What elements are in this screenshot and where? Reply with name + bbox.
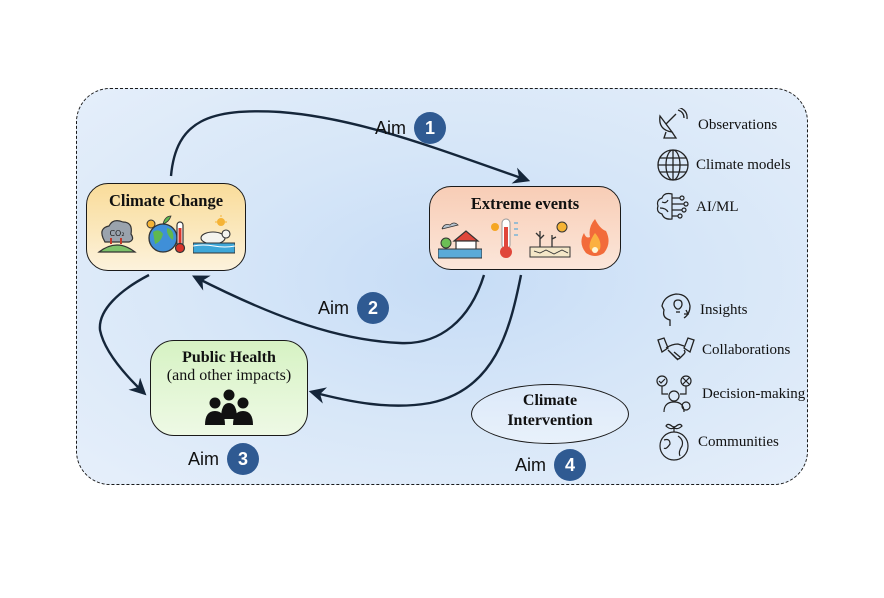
aim-3-badge: 3	[227, 443, 259, 475]
wildfire-icon	[581, 219, 609, 256]
svg-text:CO₂: CO₂	[109, 229, 124, 238]
legend-climate-models: Climate models	[656, 148, 791, 182]
climate-intervention-node[interactable]: Climate Intervention	[471, 384, 629, 444]
handshake-icon	[657, 337, 695, 361]
earth-thermometer-icon	[146, 215, 186, 254]
co2-cloud-icon: CO₂	[97, 220, 137, 253]
legend-collaborations-label: Collaborations	[702, 341, 791, 358]
public-health-node[interactable]: Public Health (and other impacts)	[150, 340, 308, 436]
extreme-events-title: Extreme events	[470, 194, 580, 213]
flooded-house-icon	[438, 222, 482, 259]
public-health-title: Public Health	[182, 349, 276, 366]
aim-1-badge: 1	[414, 112, 446, 144]
legend-observations-label: Observations	[698, 116, 778, 133]
legend-ai-ml: AI/ML	[656, 192, 739, 222]
decision-making-icon	[656, 375, 692, 413]
climate-intervention-title-line1: Climate	[522, 392, 578, 409]
legend-climate-models-label: Climate models	[696, 156, 791, 173]
drought-icon	[529, 221, 571, 258]
aim-4-label: Aim 4	[515, 449, 586, 481]
aim-1-label: Aim 1	[375, 112, 446, 144]
aim-3-text: Aim	[188, 448, 219, 469]
polar-bear-icon	[193, 215, 235, 254]
legend-communities: Communities	[656, 422, 779, 462]
legend-decision-making-label: Decision-making	[702, 385, 806, 402]
aim-2-label: Aim 2	[318, 292, 389, 324]
aim-3-label: Aim 3	[188, 443, 259, 475]
legend-insights-label: Insights	[700, 301, 748, 318]
aim-4-text: Aim	[515, 454, 546, 475]
climate-change-node[interactable]: Climate Change CO₂	[86, 183, 246, 271]
public-health-subtitle: (and other impacts)	[166, 367, 292, 384]
climate-intervention-title-line2: Intervention	[507, 412, 593, 429]
legend-communities-label: Communities	[698, 433, 779, 450]
globe-icon	[657, 149, 689, 181]
legend-observations: Observations	[656, 108, 777, 142]
climate-change-title: Climate Change	[108, 191, 224, 210]
aim-4-badge: 4	[554, 449, 586, 481]
insight-head-icon	[661, 293, 691, 326]
people-group-icon	[205, 389, 253, 425]
aim-1-text: Aim	[375, 117, 406, 138]
extreme-events-node[interactable]: Extreme events	[429, 186, 621, 270]
legend-decision-making: Decision-making	[654, 374, 805, 414]
aim-2-text: Aim	[318, 297, 349, 318]
legend-ai-ml-label: AI/ML	[696, 198, 739, 215]
ai-brain-icon	[656, 192, 689, 220]
legend-insights: Insights	[660, 292, 748, 328]
heat-thermometer-icon	[491, 218, 518, 258]
satellite-dish-icon	[659, 108, 688, 139]
earth-plant-icon	[659, 423, 689, 461]
aim-2-badge: 2	[357, 292, 389, 324]
legend-collaborations: Collaborations	[656, 336, 790, 364]
